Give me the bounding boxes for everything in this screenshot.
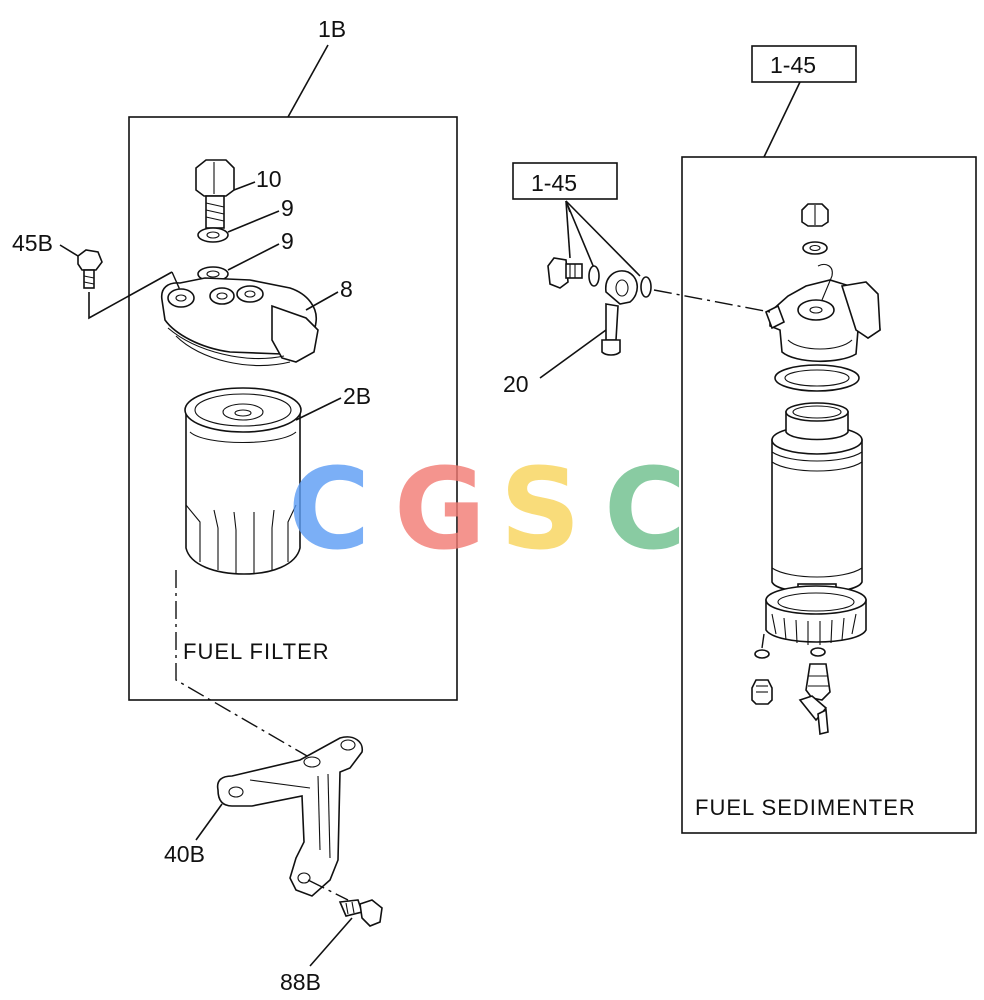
fuel-sedimenter-frame (681, 156, 977, 834)
fuel-sedimenter-group: FUEL SEDIMENTER 1-45 (503, 45, 977, 834)
connector-filter-bracket (175, 570, 315, 761)
gasket-ring (774, 364, 860, 392)
connector-fitting-head (653, 289, 771, 313)
eye-bolt (547, 257, 583, 289)
label-9-upper: 9 (281, 195, 294, 221)
watermark-letter-4: C (604, 445, 686, 575)
label-9-lower: 9 (281, 228, 294, 254)
plug-washer (802, 241, 828, 255)
label-1-45-side: 1-45 (531, 170, 577, 196)
label-45B: 45B (12, 230, 53, 256)
label-40B: 40B (164, 841, 205, 867)
bolt-45B (77, 249, 103, 289)
label-20: 20 (503, 371, 529, 397)
washer-9-upper (197, 227, 229, 243)
bracket-40B (216, 736, 364, 897)
leader-10 (233, 181, 256, 191)
watermark-letter-2: G (394, 445, 486, 575)
fuel-filter-group: FUEL FILTER 1B 10 9 9 (12, 16, 458, 761)
washer-eye-bolt-b (640, 276, 652, 298)
bolt-88B (338, 899, 383, 927)
connector-45B (88, 271, 173, 320)
label-1-45-top: 1-45 (770, 52, 816, 78)
sedimenter-bowl (771, 402, 863, 601)
label-8: 8 (340, 276, 353, 302)
label-2B: 2B (343, 383, 371, 409)
drain-washer-left (754, 649, 770, 659)
watermark-letter-3: S (500, 445, 581, 575)
bolt-10 (195, 159, 235, 229)
retaining-ring (765, 585, 867, 645)
drain-plug-left (751, 679, 773, 705)
fuel-filter-caption: FUEL FILTER (183, 639, 330, 664)
sedimenter-head (764, 263, 881, 363)
label-10: 10 (256, 166, 282, 192)
banjo-fitting-20 (601, 270, 639, 356)
leader-1B (287, 44, 329, 118)
drain-valve (798, 663, 831, 736)
plug (801, 203, 829, 227)
filter-cartridge-2B (184, 387, 302, 575)
label-1B: 1B (318, 16, 346, 42)
fuel-sedimenter-caption: FUEL SEDIMENTER (695, 795, 916, 820)
filter-head-8 (160, 277, 319, 367)
watermark: C G S C (288, 445, 686, 575)
ref-box-1-45-side (512, 162, 618, 200)
bracket-group: 40B 88B (164, 736, 383, 995)
label-88B: 88B (280, 969, 321, 995)
watermark-letter-1: C (288, 445, 370, 575)
washer-eye-bolt-a (588, 265, 600, 287)
ref-box-1-45-top (751, 45, 857, 83)
drain-washer-right (810, 647, 826, 657)
fuel-filter-frame (128, 116, 458, 701)
